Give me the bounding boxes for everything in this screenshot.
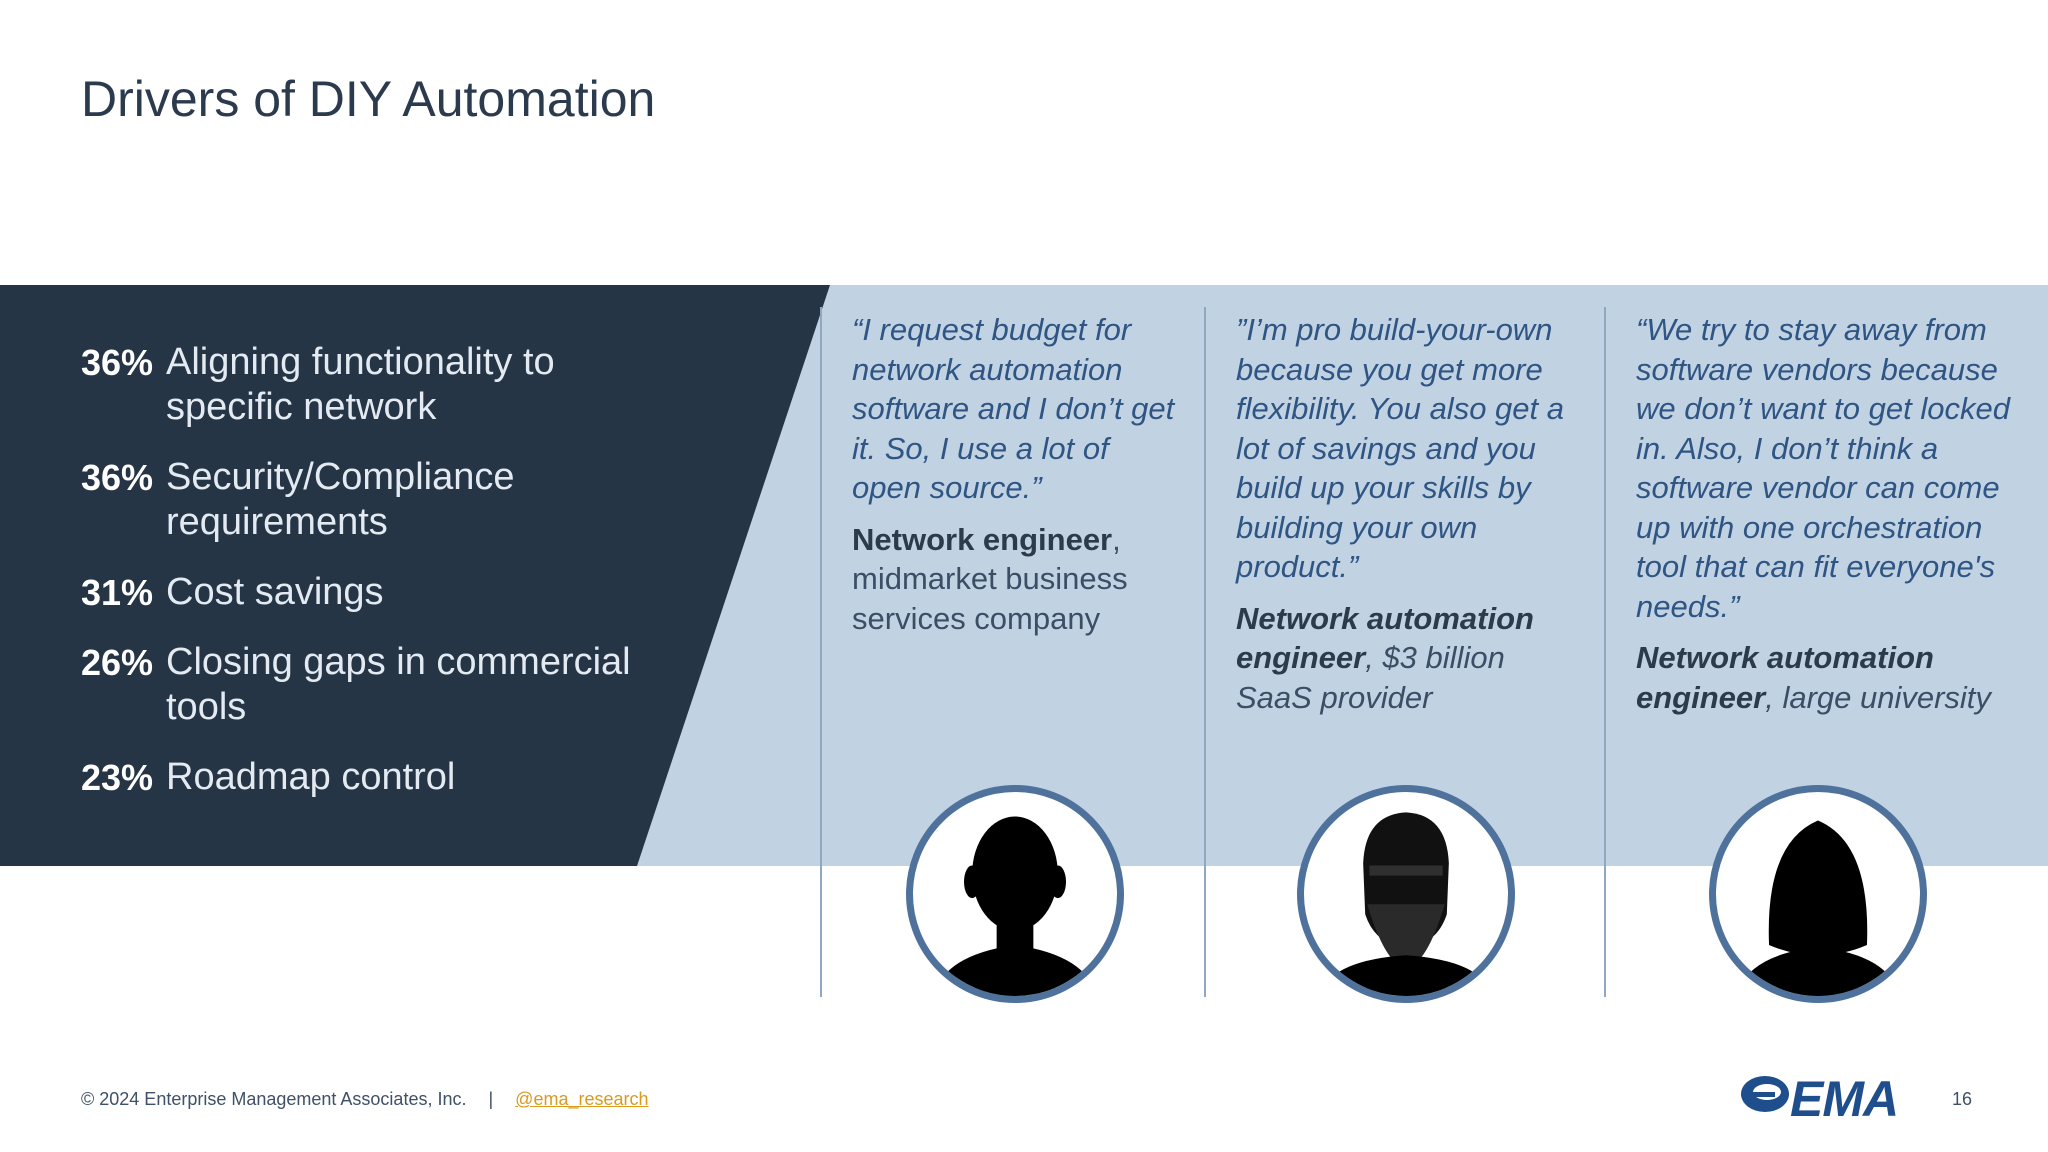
quote-attribution: Network automation engineer, $3 billion … (1236, 599, 1581, 718)
driver-item: 36% Aligning functionality to specific n… (81, 340, 681, 430)
driver-percent: 23% (81, 757, 154, 798)
column-divider (820, 307, 822, 997)
drivers-list: 36% Aligning functionality to specific n… (81, 340, 681, 825)
slide-title: Drivers of DIY Automation (81, 71, 656, 127)
quote-card: “We try to stay away from software vendo… (1636, 310, 2016, 717)
quote-attribution: Network automation engineer, large unive… (1636, 638, 2016, 717)
quote-detail: , midmarket business services company (852, 521, 1128, 636)
driver-item: 36% Security/Compliance requirements (81, 455, 681, 545)
quote-detail: , large university (1765, 679, 1991, 715)
driver-item: 23% Roadmap control (81, 755, 681, 800)
quote-role: Network engineer (852, 521, 1113, 557)
driver-percent: 31% (81, 572, 154, 613)
quote-text: ”I’m pro build-your-own because you get … (1236, 312, 1564, 584)
footer: © 2024 Enterprise Management Associates,… (81, 1089, 649, 1110)
logo-wordmark: EMA (1790, 1071, 1899, 1127)
column-divider (1204, 307, 1206, 997)
male-silhouette-icon (906, 785, 1124, 1003)
female-silhouette-icon (1709, 785, 1927, 1003)
ema-logo-icon (1741, 1076, 1789, 1112)
quote-text: “I request budget for network automation… (852, 312, 1175, 505)
column-divider (1604, 307, 1606, 997)
quote-role: Network automation engineer (1636, 640, 1934, 715)
twitter-handle-link[interactable]: @ema_research (515, 1089, 649, 1109)
driver-label: Aligning functionality to specific netwo… (166, 341, 555, 428)
bearded-male-silhouette-icon (1297, 785, 1515, 1003)
driver-percent: 26% (81, 642, 154, 683)
quote-attribution: Network engineer, midmarket business ser… (852, 520, 1182, 639)
driver-label: Closing gaps in commercial tools (166, 641, 631, 728)
driver-percent: 36% (81, 342, 154, 383)
quote-text: “We try to stay away from software vendo… (1636, 312, 2010, 624)
driver-label: Roadmap control (166, 756, 456, 798)
quote-card: ”I’m pro build-your-own because you get … (1236, 310, 1581, 717)
quote-card: “I request budget for network automation… (852, 310, 1182, 638)
driver-item: 31% Cost savings (81, 570, 681, 615)
driver-label: Security/Compliance requirements (166, 456, 515, 543)
quote-detail: , $3 billion SaaS provider (1236, 640, 1505, 715)
driver-item: 26% Closing gaps in commercial tools (81, 640, 681, 730)
driver-percent: 36% (81, 457, 154, 498)
quote-role: Network automation engineer (1236, 600, 1534, 676)
copyright-text: © 2024 Enterprise Management Associates,… (81, 1089, 467, 1109)
page-number: 16 (1952, 1089, 1973, 1109)
footer-separator: | (488, 1089, 494, 1109)
driver-label: Cost savings (166, 571, 384, 613)
